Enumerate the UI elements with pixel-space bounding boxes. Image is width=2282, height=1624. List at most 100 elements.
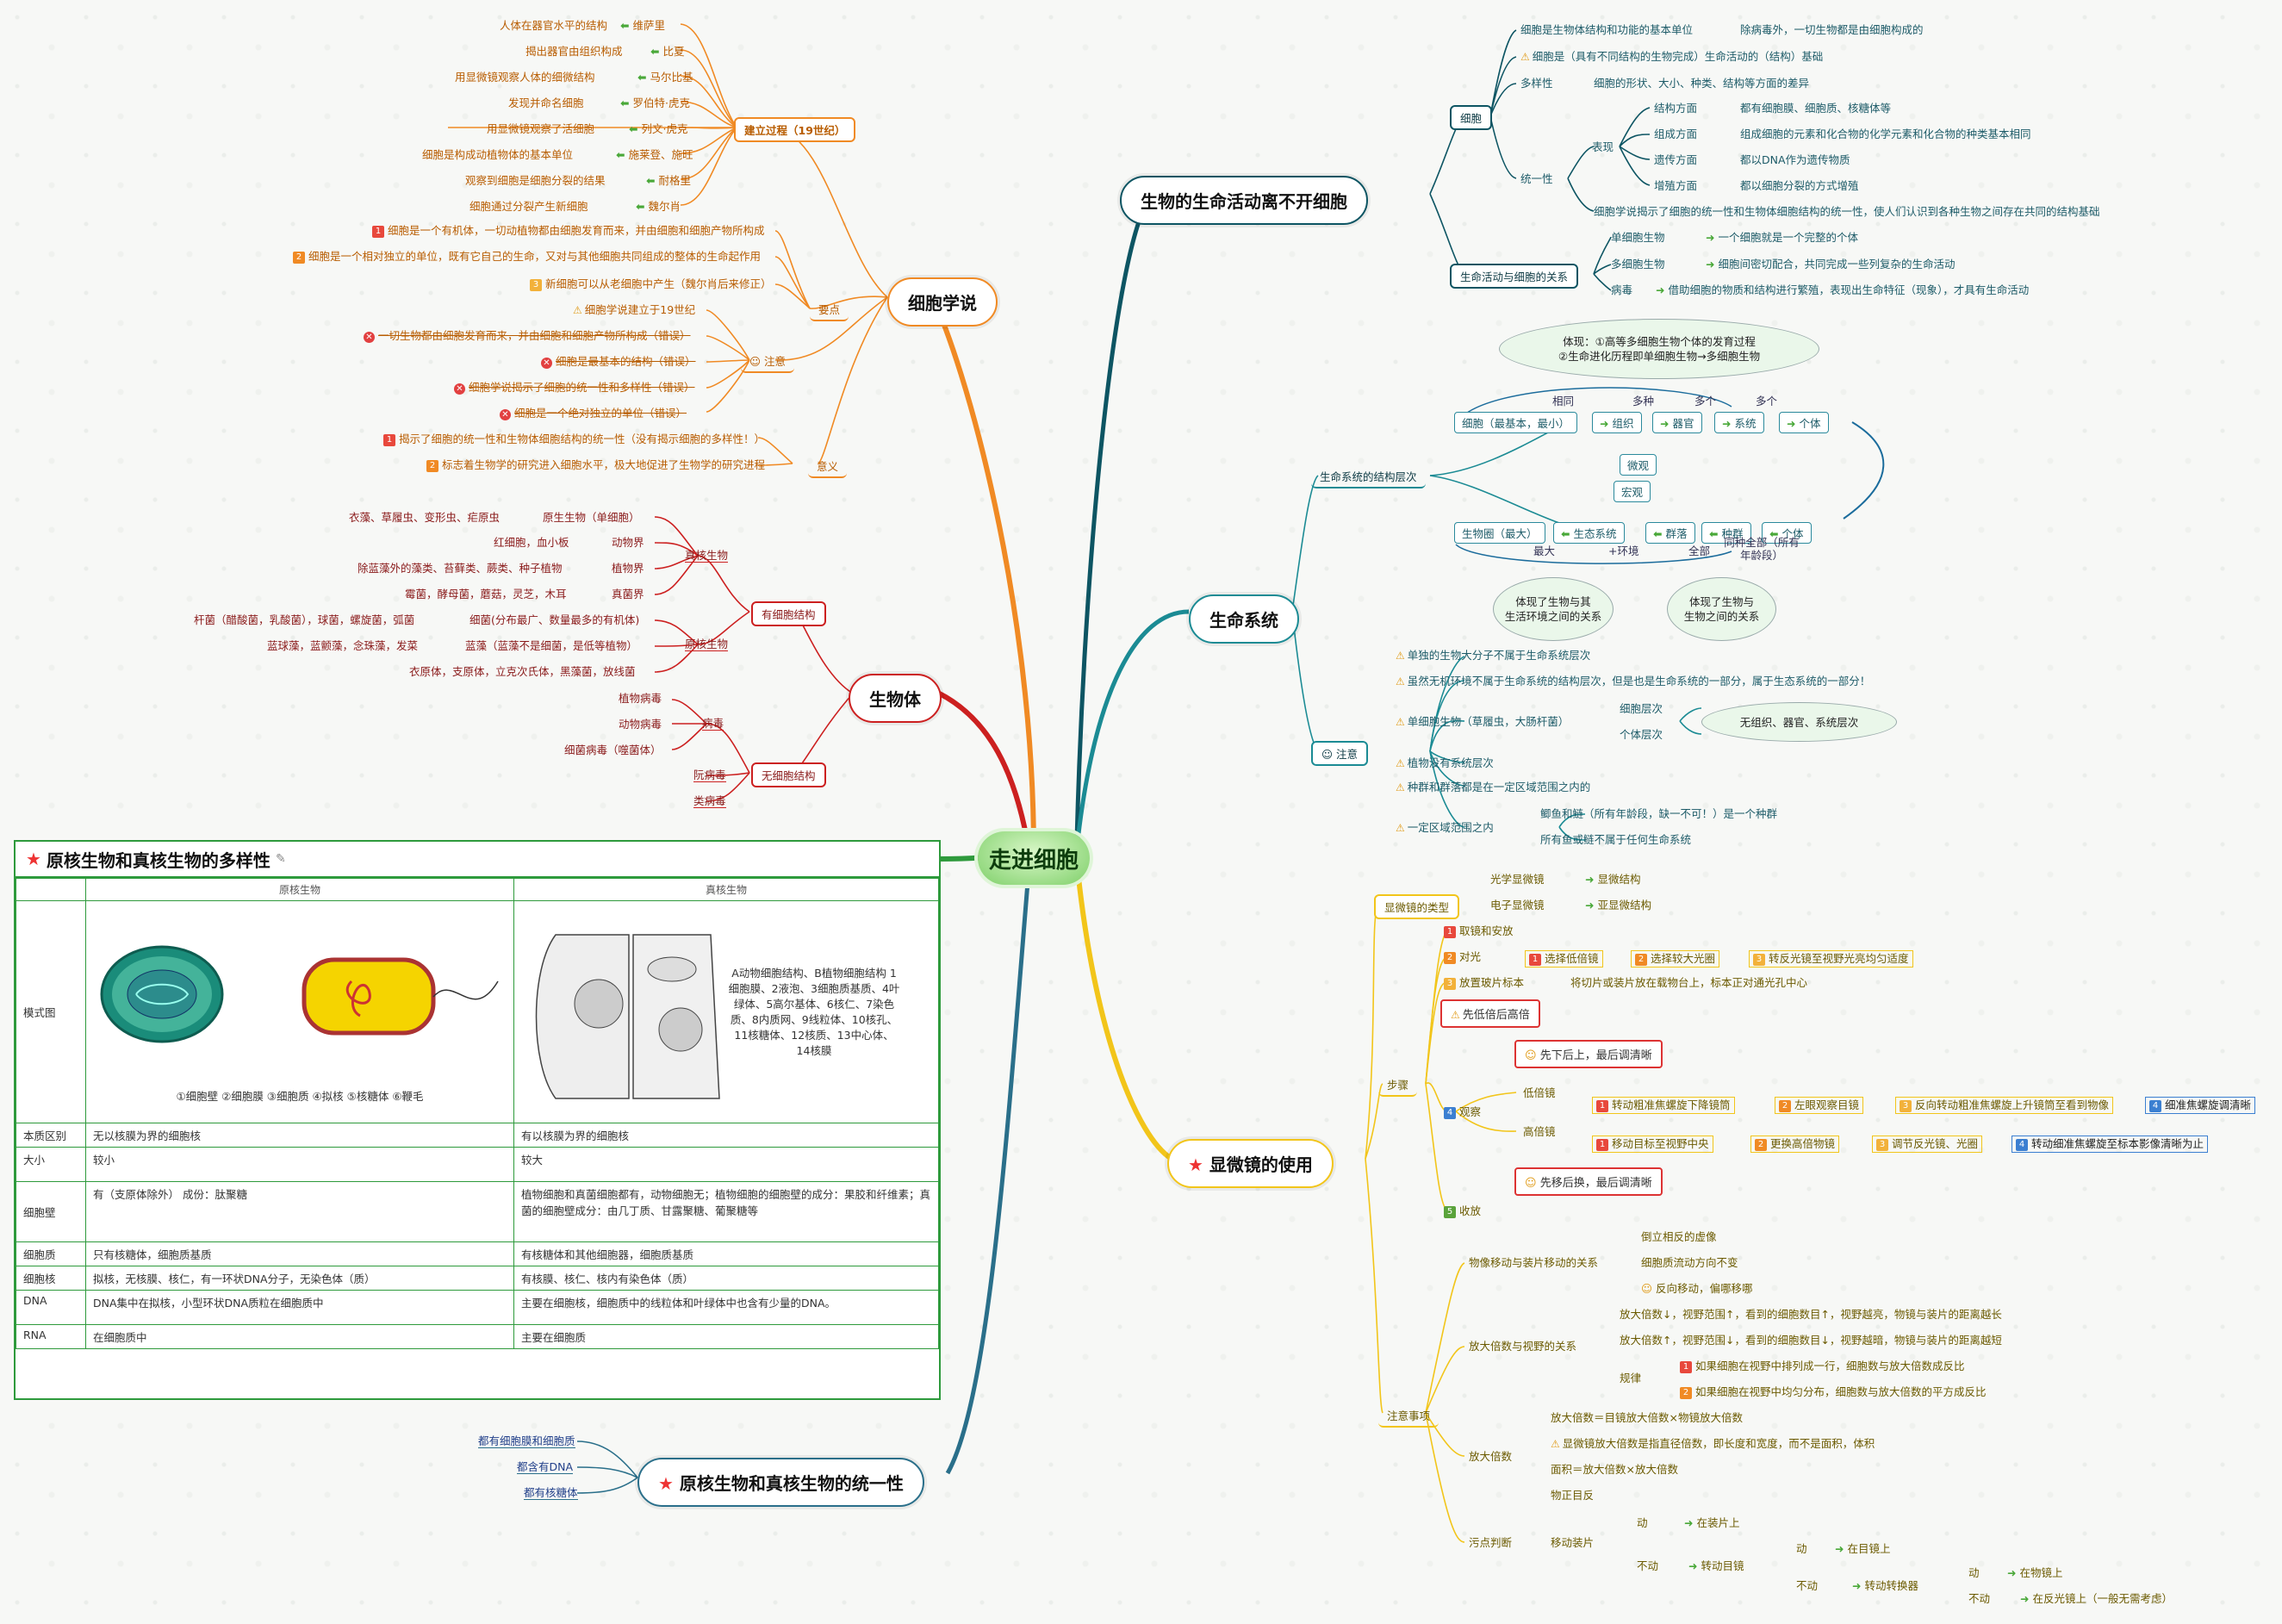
unity-aspect-detail[interactable]: 都有细胞膜、细胞质、核糖体等 — [1740, 102, 1892, 115]
establish-item[interactable]: 细胞通过分裂产生新细胞 — [469, 200, 588, 213]
life-note-label[interactable]: ☺ 注意 — [1311, 741, 1369, 766]
life-note[interactable]: ⚠种群和群落都是在一定区域范围之内的 — [1396, 781, 1591, 793]
unity-aspect[interactable]: 增殖方面 — [1654, 179, 1698, 192]
virus-item[interactable]: 植物病毒 — [619, 692, 662, 705]
establish-item[interactable]: 揭出器官由组织构成 — [525, 45, 623, 58]
relation-label[interactable]: 生命活动与细胞的关系 — [1450, 264, 1579, 289]
points-label[interactable]: 要点 — [810, 298, 849, 321]
dirt-result[interactable]: ➜在目镜上 — [1835, 1542, 1891, 1555]
level-population[interactable]: ⬅种群 — [1701, 522, 1751, 544]
mag-item[interactable]: 物正目反 — [1551, 1489, 1595, 1502]
establish-item[interactable]: 细胞是构成动植物体的基本单位 — [422, 148, 574, 161]
euk-example[interactable]: 除蓝藻外的藻类、苔藓类、蕨类、种子植物 — [358, 562, 563, 575]
pro-example[interactable]: 蓝球藻，蓝颤藻，念珠藻，发菜 — [267, 639, 419, 652]
steps-label[interactable]: 步骤 — [1378, 1073, 1418, 1097]
level-community[interactable]: ⬅群落 — [1645, 522, 1695, 544]
pro-example[interactable]: 杆菌（醋酸菌，乳酸菌），球菌，螺旋菌，弧菌 — [194, 613, 415, 626]
image-rel-item[interactable]: ☺ 反向移动，偏哪移哪 — [1641, 1282, 1753, 1295]
unity-aspect[interactable]: 结构方面 — [1654, 102, 1698, 115]
mag-item[interactable]: 面积＝放大倍数×放大倍数 — [1551, 1463, 1678, 1476]
cellular-label[interactable]: 有细胞结构 — [751, 601, 826, 626]
pro-category[interactable]: 细菌(分布最广、数量最多的有机体) — [469, 613, 640, 626]
unity-note[interactable]: 细胞学说揭示了细胞的统一性和生物体细胞结构的统一性，使人们认识到各种生物之间存在… — [1594, 205, 2100, 218]
branch-microscope[interactable]: ★ 显微镜的使用 — [1167, 1139, 1334, 1188]
mag-rel-label[interactable]: 放大倍数与视野的关系 — [1469, 1340, 1577, 1353]
cell-label[interactable]: 细胞 — [1450, 105, 1493, 130]
eukaryote-label[interactable]: 真核生物 — [685, 549, 729, 563]
establish-item[interactable]: 用显微镜观察了活细胞 — [487, 122, 595, 135]
dirt-result[interactable]: ➜转动目镜 — [1688, 1559, 1744, 1572]
euk-example[interactable]: 红细胞，血小板 — [494, 536, 569, 549]
relation-detail[interactable]: ➜一个细胞就是一个完整的个体 — [1706, 231, 1858, 244]
unity-item[interactable]: 都有核糖体 — [524, 1486, 578, 1500]
euk-example[interactable]: 衣藻、草履虫、变形虫、疟原虫 — [349, 511, 501, 524]
note-item-wrong[interactable]: ✕细胞是一个绝对独立的单位（错误） — [500, 407, 687, 420]
mag-rel-item[interactable]: 放大倍数↑，视野范围↓，看到的细胞数目↓，视野越暗，物镜与装片的距离越短 — [1620, 1334, 2002, 1347]
life-note[interactable]: ⚠虽然无机环境不属于生命系统的结构层次，但是也是生命系统的一部分，属于生态系统的… — [1396, 675, 1871, 688]
branch-life-system[interactable]: 生命系统 — [1189, 594, 1299, 644]
type-item[interactable]: 电子显微镜 — [1490, 899, 1545, 912]
step-3-text[interactable]: 将切片或装片放在载物台上，标本正对通光孔中心 — [1570, 976, 1808, 989]
unity-item[interactable]: 都含有DNA — [517, 1460, 574, 1474]
level-cell[interactable]: 细胞（最基本，最小） — [1454, 412, 1578, 433]
dirt-option[interactable]: 动 — [1968, 1566, 1980, 1579]
dirt-option[interactable]: 不动 — [1637, 1559, 1659, 1572]
type-detail[interactable]: ➜显微结构 — [1585, 873, 1641, 886]
establish-item[interactable]: 人体在器官水平的结构 — [500, 19, 608, 32]
euk-example[interactable]: 霉菌，酵母菌，蘑菇，灵芝，木耳 — [405, 588, 567, 600]
macro-label[interactable]: 宏观 — [1614, 481, 1651, 502]
life-note[interactable]: ⚠植物没有系统层次 — [1396, 756, 1494, 769]
area-sub[interactable]: 鲫鱼和鲢（所有年龄段，缺一不可！）是一个种群 — [1540, 807, 1778, 820]
levels-label[interactable]: 生命系统的结构层次 — [1311, 465, 1426, 488]
virus-item[interactable]: 动物病毒 — [619, 718, 662, 731]
cell-item-detail[interactable]: 除病毒外，一切生物都是由细胞构成的 — [1740, 23, 1924, 36]
high-label[interactable]: 高倍镜 — [1523, 1125, 1556, 1138]
unity-label[interactable]: 统一性 — [1520, 172, 1553, 185]
relation-item[interactable]: 病毒 — [1611, 283, 1633, 296]
note-item-wrong[interactable]: ✕一切生物都由细胞发育而来，并由细胞和细胞产物所构成（错误） — [364, 329, 691, 343]
branch-unity[interactable]: ★ 原核生物和真核生物的统一性 — [637, 1458, 924, 1507]
unity-aspect-detail[interactable]: 组成细胞的元素和化合物的化学元素和化合物的种类基本相同 — [1740, 128, 2031, 140]
life-note[interactable]: ⚠单细胞生物（草履虫，大肠杆菌） — [1396, 715, 1570, 728]
down-up-box[interactable]: ☺ 先下后上，最后调清晰 — [1514, 1040, 1663, 1068]
unity-aspect[interactable]: 遗传方面 — [1654, 153, 1698, 166]
relation-item[interactable]: 多细胞生物 — [1611, 258, 1665, 271]
note-item-wrong[interactable]: ✕细胞学说揭示了细胞的统一性和多样性（错误） — [454, 381, 695, 395]
relation-detail[interactable]: ➜借助细胞的物质和结构进行繁殖，表现出生命特征（现象），才具有生命活动 — [1656, 283, 2030, 296]
other-virus[interactable]: 阮病毒 — [693, 768, 726, 782]
acellular-label[interactable]: 无细胞结构 — [751, 762, 826, 787]
cell-item[interactable]: 多样性 — [1520, 77, 1553, 90]
image-rel-item[interactable]: 倒立相反的虚像 — [1641, 1230, 1717, 1243]
mag-item[interactable]: 放大倍数＝目镜放大倍数×物镜放大倍数 — [1551, 1411, 1743, 1424]
cell-item-detail[interactable]: 细胞的形状、大小、种类、结构等方面的差异 — [1594, 77, 1810, 90]
note-item[interactable]: ⚠细胞学说建立于19世纪 — [573, 303, 696, 316]
single-sub[interactable]: 个体层次 — [1620, 728, 1663, 741]
level-individual[interactable]: ➜个体 — [1779, 412, 1829, 433]
manifest-label[interactable]: 表现 — [1592, 140, 1614, 153]
central-topic[interactable]: 走进细胞 — [978, 831, 1090, 885]
mag-rel-item[interactable]: 放大倍数↓，视野范围↑，看到的细胞数目↑，视野越亮，物镜与装片的距离越长 — [1620, 1308, 2002, 1321]
euk-category[interactable]: 植物界 — [612, 562, 644, 575]
establish-label[interactable]: 建立过程（19世纪） — [734, 117, 856, 142]
meaning-label[interactable]: 意义 — [808, 455, 848, 478]
life-note[interactable]: ⚠单独的生物大分子不属于生命系统层次 — [1396, 649, 1591, 662]
dirt-result[interactable]: ➜在物镜上 — [2007, 1566, 2063, 1579]
branch-organisms[interactable]: 生物体 — [849, 674, 942, 723]
euk-category[interactable]: 动物界 — [612, 536, 644, 549]
cell-item[interactable]: ⚠细胞是（具有不同结构的生物完成）生命活动的（结构）基础 — [1520, 50, 1824, 63]
pro-category[interactable]: 蓝藻（蓝藻不是细菌，是低等植物） — [465, 639, 638, 652]
